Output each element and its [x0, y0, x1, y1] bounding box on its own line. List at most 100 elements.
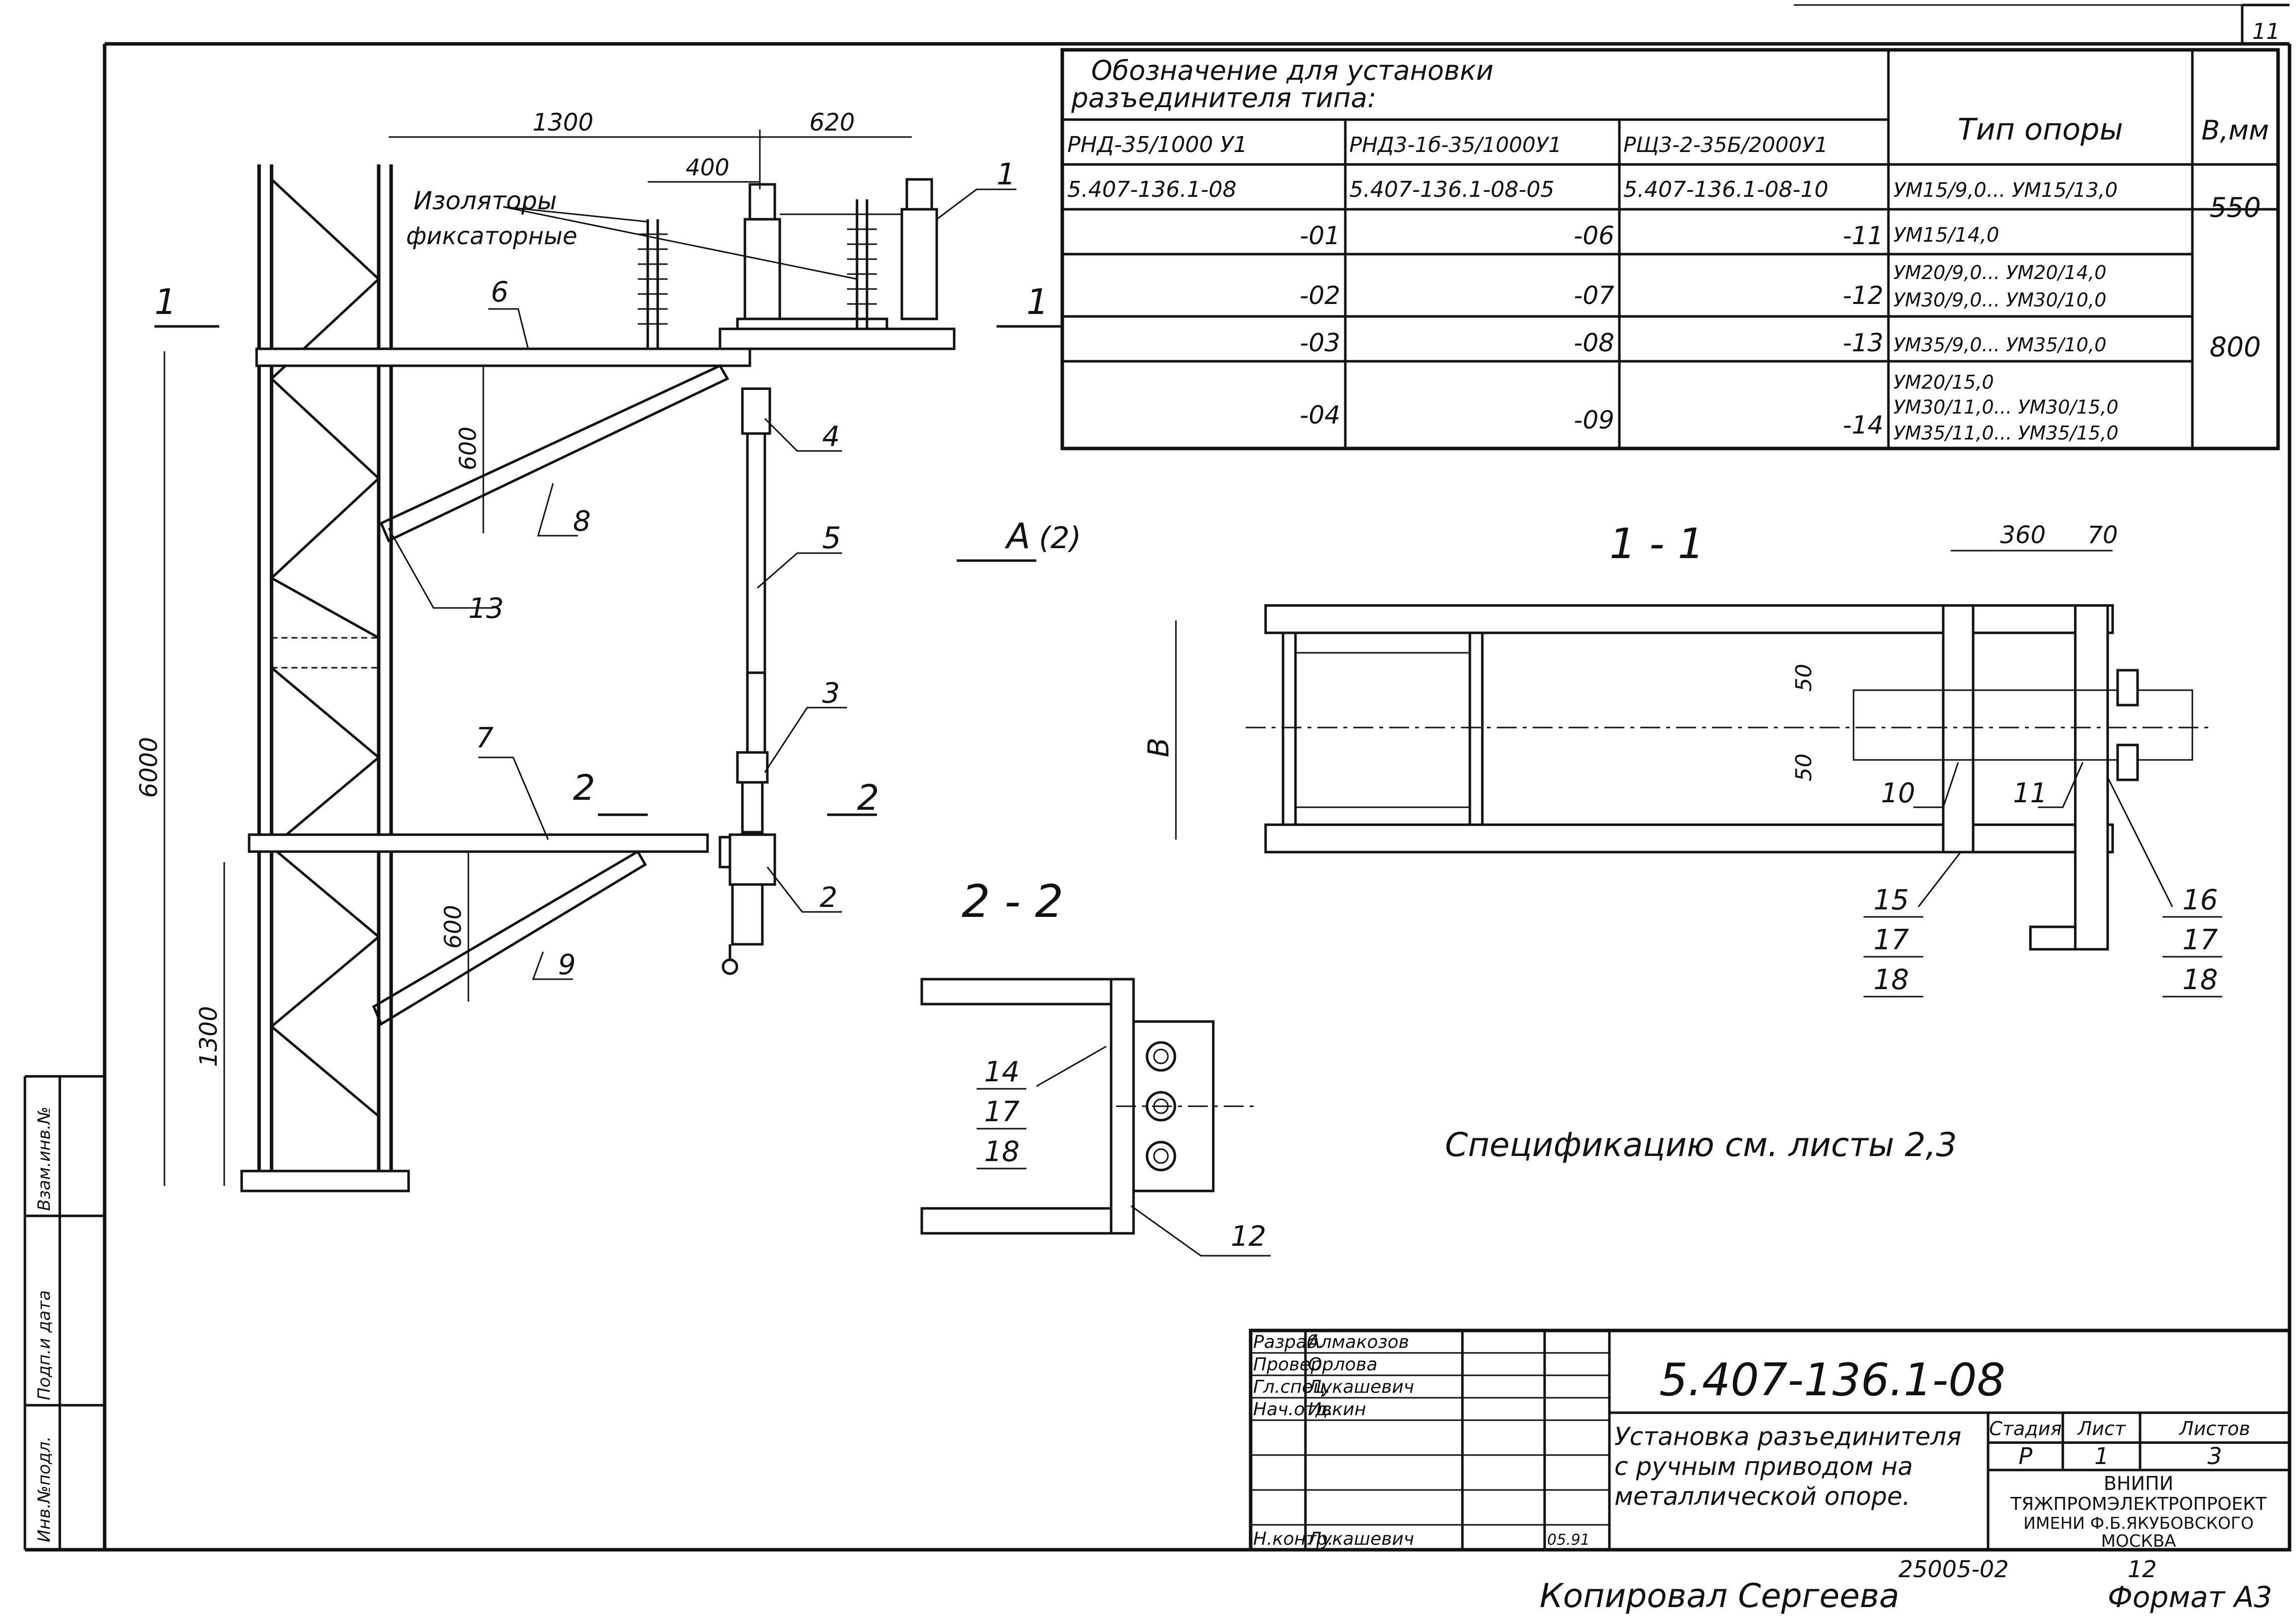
callout-12: 12: [1231, 1220, 1266, 1253]
upper-crossarm: [255, 317, 956, 543]
dim-70: 70: [2087, 521, 2118, 549]
table-b-550: 550: [2209, 192, 2261, 223]
table-r4-type-1: УМ20/15,0: [1893, 371, 1994, 393]
table-r3-c2: -08: [1574, 328, 1614, 357]
tb-name-4: Ивкин: [1308, 1399, 1366, 1420]
dim-400: 400: [686, 154, 729, 181]
section-1-1-title: 1 - 1: [1609, 519, 1705, 568]
table-col-3: РЩ3-2-35Б/2000У1: [1623, 133, 1828, 157]
dim-50b: 50: [1791, 753, 1817, 781]
section-2-2-drawing: [920, 978, 1256, 1235]
tb-org-3: ИМЕНИ Ф.Б.ЯКУБОВСКОГО: [2023, 1513, 2254, 1533]
callout-8: 8: [573, 505, 591, 538]
tb-sheets-header: Листов: [2178, 1418, 2250, 1440]
sheet-frame: [25, 3, 2292, 1552]
stack-right-16: 16: [2182, 884, 2218, 916]
tb-sheets: 3: [2207, 1443, 2222, 1470]
tb-org-2: ТЯЖПРОМЭЛЕКТРОПРОЕКТ: [2010, 1494, 2267, 1514]
callout-4: 4: [822, 421, 840, 453]
side-stamp-inv: Инв.№подл.: [34, 1436, 54, 1542]
dim-1300-bottom: 1300: [195, 1006, 223, 1067]
footer-page: 12: [2128, 1556, 2157, 1583]
table-r2-c2: -07: [1574, 281, 1614, 310]
stack-left-15: 15: [1873, 884, 1909, 916]
table-r0-c2: 5.407-136.1-08-05: [1349, 177, 1555, 202]
dim-1300-top: 1300: [533, 109, 593, 137]
side-stamp-sign: Подп.и дата: [34, 1290, 54, 1400]
callout-10: 10: [1881, 777, 1915, 809]
tb-org-1: ВНИПИ: [2104, 1473, 2173, 1494]
stack-22-14: 14: [984, 1056, 1019, 1088]
leader-10: [1913, 762, 1959, 808]
dim-6000: 6000: [135, 737, 163, 798]
callout-2: 2: [820, 882, 838, 914]
tb-name-3: Лукашевич: [1307, 1377, 1414, 1397]
callout-6: 6: [491, 276, 509, 308]
section-2-2-title: 2 - 2: [962, 876, 1063, 928]
callout-1: 1: [997, 157, 1015, 192]
table-r1-c1: -01: [1299, 221, 1340, 250]
stack-left-lines: [1864, 916, 2222, 998]
footer-doc-number: 25005-02: [1898, 1556, 2009, 1583]
leader-15: [1917, 852, 1962, 907]
dim-50a: 50: [1791, 664, 1817, 692]
leader-11: [2038, 762, 2084, 808]
designation-table: [1060, 48, 2280, 450]
lattice-tower: [240, 164, 410, 1192]
lower-crossarm: [248, 833, 709, 1026]
tb-date: 05.91: [1547, 1531, 1590, 1549]
title-block-frame: [1249, 1328, 2292, 1552]
main-dimensions: [163, 130, 912, 1186]
section2-right: 2: [857, 777, 879, 818]
stack-22-18: 18: [984, 1136, 1019, 1168]
manual-drive: [718, 833, 776, 975]
fixing-insulators: [638, 199, 877, 349]
table-r0-c1: 5.407-136.1-08: [1067, 177, 1237, 202]
dim-360: 360: [2000, 521, 2046, 549]
callout-13: 13: [468, 592, 504, 625]
table-r4-c2: -09: [1574, 406, 1614, 435]
tb-org-4: МОСКВА: [2101, 1531, 2176, 1551]
leader-12: [1131, 1205, 1271, 1257]
callout-9: 9: [558, 949, 576, 981]
table-r4-c3: -14: [1843, 411, 1883, 440]
callout-11: 11: [2013, 777, 2047, 809]
section-mark-left: 1: [154, 282, 177, 322]
section2-left: 2: [573, 767, 595, 808]
tb-role-4: Нач.отд.: [1253, 1399, 1333, 1420]
leader-16: [2107, 777, 2173, 907]
table-r2-type-1: УМ20/9,0... УМ20/14,0: [1893, 262, 2107, 284]
stack-right-18: 18: [2182, 964, 2218, 996]
view-arrow-sheet: (2): [1039, 521, 1081, 556]
footer-copied: Копировал Сергеева: [1540, 1577, 1899, 1615]
tb-title-1: Установка разъединителя: [1614, 1422, 1961, 1451]
tb-role-2: Провер.: [1253, 1354, 1328, 1375]
table-designation-header-1: Обозначение для установки: [1091, 55, 1493, 86]
table-r1-c2: -06: [1574, 221, 1614, 250]
table-designation-header-2: разъединителя типа:: [1071, 82, 1376, 114]
dim-620: 620: [809, 109, 855, 137]
tb-role-1: Разраб.: [1253, 1332, 1323, 1352]
dim-600-bottom: 600: [439, 905, 466, 949]
tb-stage: Р: [2018, 1443, 2032, 1470]
table-r4-type-3: УМ35/11,0... УМ35/15,0: [1893, 422, 2119, 444]
tb-sheet-header: Лист: [2077, 1418, 2127, 1440]
table-b-header: В,мм: [2201, 115, 2269, 146]
tb-stage-header: Стадия: [1989, 1418, 2062, 1440]
view-arrow-label: А: [1004, 516, 1030, 557]
drive-rod: [736, 387, 771, 834]
footer-format: Формат А3: [2108, 1580, 2272, 1614]
stack-22-17: 17: [984, 1096, 1020, 1128]
callout-5: 5: [822, 521, 841, 556]
side-stamp-replace: Взам.инв.№: [34, 1107, 54, 1211]
table-r4-c1: -04: [1299, 401, 1340, 430]
disconnector: [743, 178, 938, 320]
tb-role-3: Гл.спец.: [1253, 1377, 1331, 1397]
callout-3: 3: [822, 677, 840, 710]
tb-title-3: металлической опоре.: [1614, 1482, 1910, 1511]
table-r2-type-2: УМ30/9,0... УМ30/10,0: [1893, 289, 2107, 311]
table-col-2: РНД3-1б-35/1000У1: [1349, 133, 1562, 157]
table-r1-c3: -11: [1843, 221, 1883, 250]
table-r0-type: УМ15/9,0... УМ15/13,0: [1893, 179, 2118, 202]
